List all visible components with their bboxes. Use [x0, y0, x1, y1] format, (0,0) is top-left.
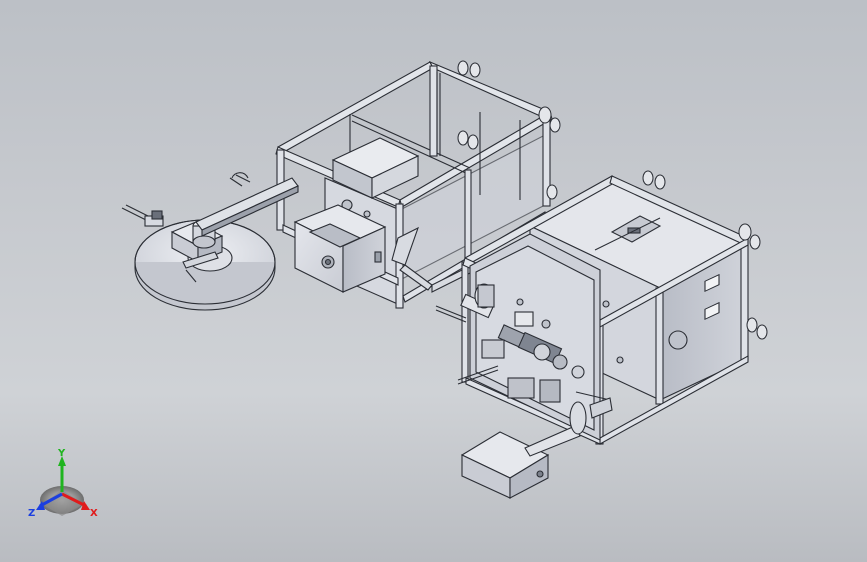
caster-feet-left [457, 60, 561, 200]
turntable-assembly[interactable] [121, 204, 276, 311]
caster-feet-right [642, 170, 768, 340]
z-axis-label: Z [28, 508, 35, 519]
view-orientation-triad: Y X Z [28, 448, 98, 519]
linear-slide-rail[interactable] [195, 172, 299, 237]
gear-housing[interactable] [293, 204, 387, 293]
control-box[interactable] [460, 401, 587, 499]
x-axis-label: X [90, 508, 98, 519]
connecting-bracket[interactable] [391, 226, 471, 293]
winding-mechanism-panel[interactable] [435, 233, 613, 441]
y-axis-label: Y [57, 448, 66, 459]
x-axis-arrow [61, 492, 87, 508]
z-axis-arrow [39, 492, 63, 508]
